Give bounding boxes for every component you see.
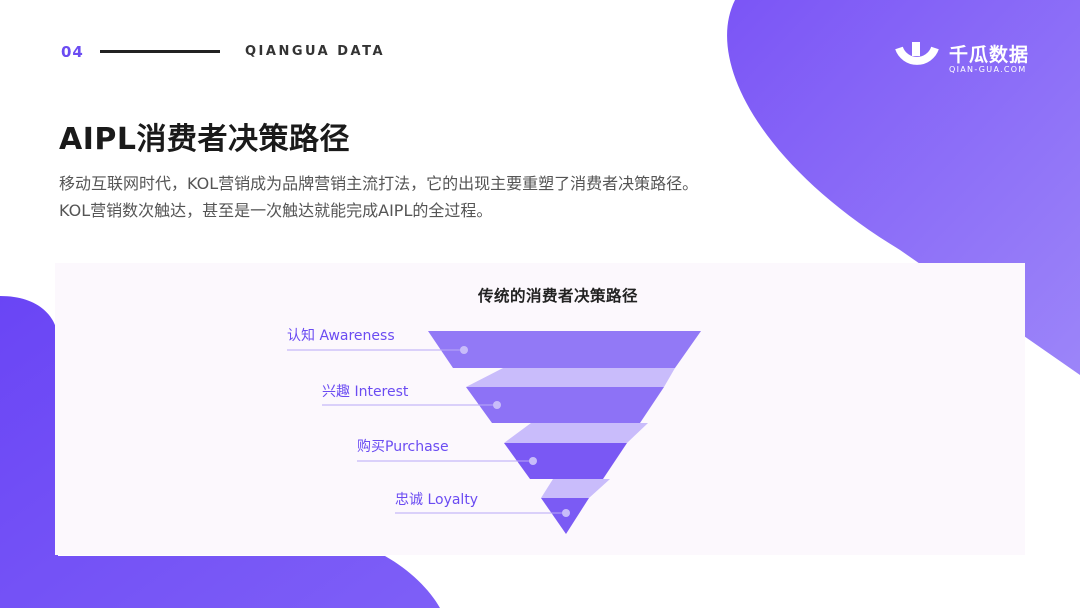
- funnel-ribbon-1: [466, 368, 675, 387]
- bottom-left-blob: [0, 296, 440, 608]
- leader-dot-loyalty: [562, 509, 570, 517]
- logo-name: 千瓜数据: [949, 44, 1030, 66]
- leader-dot-purchase: [529, 457, 537, 465]
- stage-label-loyalty: 忠诚 Loyalty: [395, 492, 479, 508]
- brand-logo: 千瓜数据 QIAN-GUA.COM: [895, 40, 1035, 80]
- stage-label-interest: 兴趣 Interest: [322, 384, 409, 400]
- leader-dot-interest: [493, 401, 501, 409]
- qiangua-logo-icon: [895, 42, 939, 65]
- page-subtitle: 移动互联网时代，KOL营销成为品牌营销主流打法，它的出现主要重塑了消费者决策路径…: [59, 174, 699, 220]
- funnel-stage-purchase: [504, 443, 627, 479]
- logo-url: QIAN-GUA.COM: [949, 65, 1027, 74]
- stage-label-awareness: 认知 Awareness: [287, 328, 395, 344]
- funnel-ribbon-3: [541, 479, 610, 498]
- stage-label-purchase: 购买Purchase: [357, 439, 449, 455]
- funnel-stage-awareness: [428, 331, 701, 368]
- funnel-stage-interest: [466, 387, 664, 423]
- header-divider: [100, 50, 220, 53]
- page-number: 04: [61, 43, 84, 61]
- brand-name-en: QIANGUA DATA: [245, 44, 386, 59]
- diagram-title: 传统的消费者决策路径: [478, 287, 639, 305]
- leader-dot-awareness: [460, 346, 468, 354]
- funnel-ribbon-2: [504, 423, 648, 443]
- page-title: AIPL消费者决策路径: [59, 122, 350, 157]
